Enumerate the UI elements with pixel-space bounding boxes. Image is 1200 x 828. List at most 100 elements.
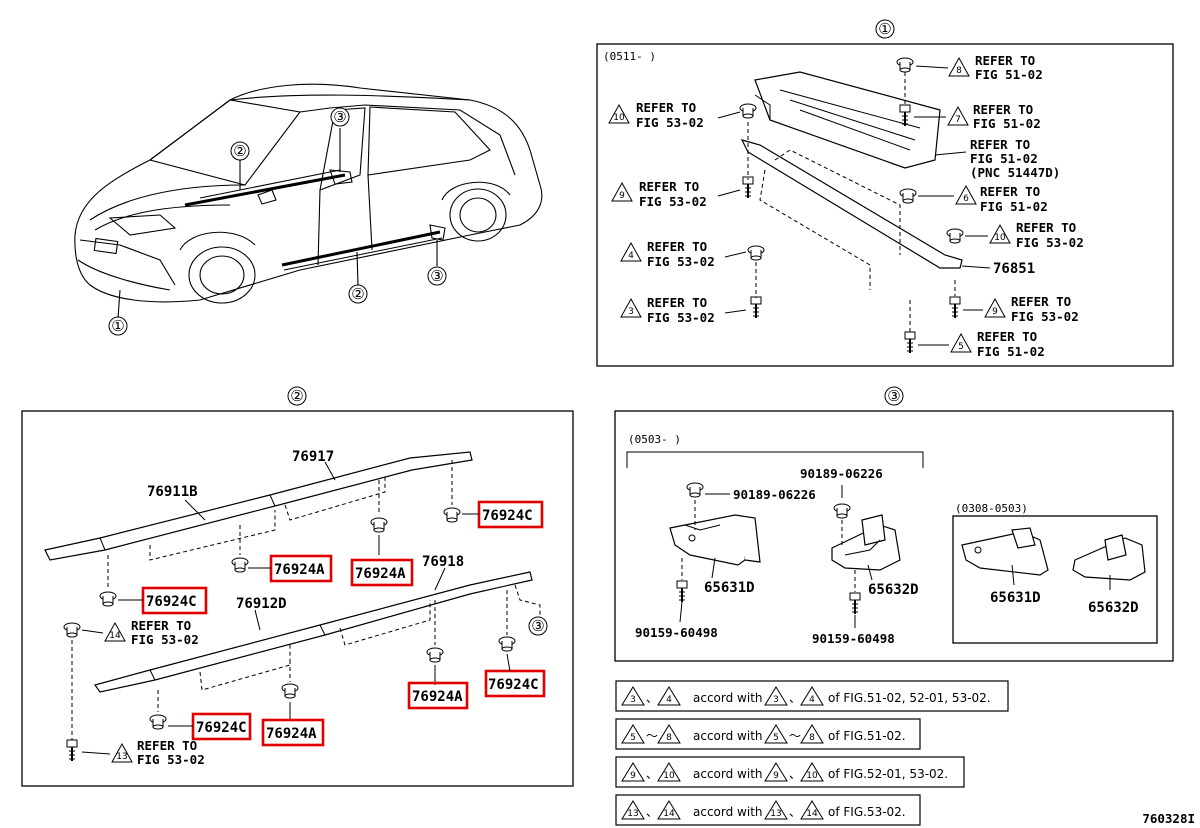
note-separator: 、 <box>646 691 658 705</box>
ref-9a-num: 9 <box>619 191 625 201</box>
note-1-first-triangle <box>621 686 645 706</box>
label-65632d-b: 65632D <box>1088 600 1139 616</box>
highlight-76924c-4[interactable]: 76924C <box>191 712 252 741</box>
label-65631d-a: 65631D <box>704 580 755 596</box>
note-accord-with: accord with <box>693 691 763 705</box>
highlight-76924c-1-label: 76924C <box>482 508 533 524</box>
highlight-76924c-2[interactable]: 76924C <box>141 586 208 615</box>
highlight-76924a-4[interactable]: 76924A <box>261 718 325 747</box>
panel-one-ref-9a: 9 REFER TO FIG 53-02 <box>611 179 741 209</box>
label-65631d-b: 65631D <box>990 590 1041 606</box>
ref-14-line1: REFER TO <box>131 618 191 633</box>
panel-one-frame <box>596 43 1174 367</box>
ref-6-line2: FIG 51-02 <box>980 199 1048 214</box>
ref-4-num: 4 <box>628 251 634 261</box>
note-3-second: 10 <box>663 771 675 781</box>
note-2-second-triangle <box>657 724 681 744</box>
section-marker-one-label: ① <box>878 20 891 38</box>
panel-one-ref-plain: REFER TO FIG 51-02 (PNC 51447D) <box>934 137 1060 180</box>
ref-7-line1: REFER TO <box>973 102 1033 117</box>
ref-8-line2: FIG 51-02 <box>975 67 1043 82</box>
note-1-second-triangle <box>657 686 681 706</box>
highlight-76924a-3-label: 76924A <box>412 689 463 705</box>
note-1-third: 3 <box>773 695 779 705</box>
note-4-first-triangle <box>621 800 645 820</box>
ref-14-num: 14 <box>109 631 121 641</box>
highlight-76924c-4-label: 76924C <box>196 720 247 736</box>
front-spoiler-bar-part: 76851 <box>740 139 1035 290</box>
rocker-molding-upper: 76911B 76917 <box>44 449 473 561</box>
ref-4-line2: FIG 53-02 <box>647 254 715 269</box>
highlight-76924c-1[interactable]: 76924C <box>477 500 544 529</box>
overview-callout-2a: ② <box>233 142 246 160</box>
ref-9b-line1: REFER TO <box>1011 294 1071 309</box>
panel-one-ref-3: 3 REFER TO FIG 53-02 <box>620 295 747 325</box>
note-4-third-triangle <box>764 800 788 820</box>
figure-id: 760328I <box>1142 811 1195 826</box>
ref-9b-num: 9 <box>992 307 998 317</box>
note-separator-2: 、 <box>789 691 801 705</box>
part-number-76911b: 76911B <box>147 484 198 500</box>
highlight-76924a-1-label: 76924A <box>274 562 325 578</box>
note-4-second-triangle <box>657 800 681 820</box>
ref-5-line1: REFER TO <box>977 329 1037 344</box>
note-separator: 〜 <box>646 729 658 743</box>
overview-callouts: ① ② ② ③ ③ <box>108 107 447 336</box>
note-1-third-triangle <box>764 686 788 706</box>
note-4-second: 14 <box>663 809 675 819</box>
ref-10a-line2: FIG 53-02 <box>636 115 704 130</box>
panel-one-ref-7: 7 REFER TO FIG 51-02 <box>914 102 1041 131</box>
panel-one-ref-6: 6 REFER TO FIG 51-02 <box>918 184 1048 214</box>
engine-undercover-part <box>754 71 941 169</box>
ref-10a-num: 10 <box>613 113 625 123</box>
note-2-first: 5 <box>630 733 636 743</box>
ref-14-line2: FIG 53-02 <box>131 632 199 647</box>
panel-one-fasteners <box>739 57 964 354</box>
highlight-76924a-2-label: 76924A <box>355 566 406 582</box>
panel-three-date-range-b: (0308-0503) <box>955 502 1028 515</box>
ref-8-num: 8 <box>956 66 962 76</box>
ref-10b-line2: FIG 53-02 <box>1016 235 1084 250</box>
rocker-molding-lower: 76912D 76918 ③ <box>94 554 548 693</box>
section-marker-three-label: ③ <box>887 387 900 405</box>
part-number-76912d: 76912D <box>236 596 287 612</box>
ref-3-num: 3 <box>628 307 634 317</box>
note-separator-2: 、 <box>789 767 801 781</box>
highlight-76924a-1[interactable]: 76924A <box>269 554 333 583</box>
car-overview-illustration <box>74 83 543 319</box>
note-4-fourth-triangle <box>800 800 824 820</box>
note-2-second: 8 <box>666 733 672 743</box>
bracket-65632d-b <box>1072 534 1146 590</box>
highlight-76924a-4-label: 76924A <box>266 726 317 742</box>
note-accord-with: accord with <box>693 767 763 781</box>
note-2-fourth-triangle <box>800 724 824 744</box>
highlight-76924a-3[interactable]: 76924A <box>407 681 469 710</box>
note-3-fourth-triangle <box>800 762 824 782</box>
panel-two-ref-14: 14 REFER TO FIG 53-02 <box>81 618 199 647</box>
panel-three-inner-frame <box>952 515 1158 644</box>
note-separator-2: 〜 <box>789 729 801 743</box>
note-accord-with: accord with <box>693 729 763 743</box>
label-90159-60498-a: 90159-60498 <box>635 625 718 640</box>
highlight-76924a-2[interactable]: 76924A <box>350 558 414 587</box>
ref-13-line2: FIG 53-02 <box>137 752 205 767</box>
bracket-65631d-b <box>961 527 1049 586</box>
highlight-76924c-3[interactable]: 76924C <box>484 669 546 698</box>
part-number-76851: 76851 <box>993 261 1035 277</box>
note-2-third: 5 <box>773 733 779 743</box>
note-tail: of FIG.52-01, 53-02. <box>828 767 948 781</box>
overview-callout-3a: ③ <box>333 108 346 126</box>
note-3-second-triangle <box>657 762 681 782</box>
ref-13-line1: REFER TO <box>137 738 197 753</box>
note-4-first: 13 <box>627 809 638 819</box>
panel-two-callout-3: ③ <box>531 617 544 635</box>
bracket-65631d-a <box>669 514 761 566</box>
overview-callout-1: ① <box>111 317 124 335</box>
section-marker-two-label: ② <box>290 387 303 405</box>
note-1-fourth-triangle <box>800 686 824 706</box>
